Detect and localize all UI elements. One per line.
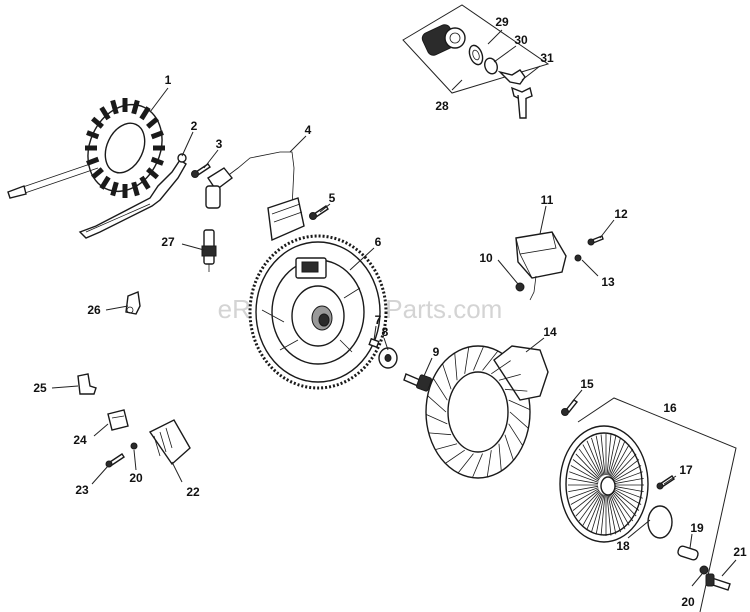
nut-10 bbox=[515, 282, 525, 292]
screw-23 bbox=[105, 453, 125, 468]
clip-25 bbox=[77, 373, 97, 395]
callout-10: 10 bbox=[479, 251, 493, 265]
callout-labels: 1 2 3 4 5 6 7 8 9 10 11 12 13 14 15 16 1… bbox=[33, 15, 747, 609]
rectifier-11 bbox=[515, 231, 567, 301]
callout-24: 24 bbox=[73, 433, 87, 447]
callout-17: 17 bbox=[679, 463, 693, 477]
callout-20-right: 20 bbox=[681, 595, 695, 609]
callout-1: 1 bbox=[165, 73, 172, 87]
lead-bracket-2 bbox=[78, 153, 187, 239]
key-switch-group bbox=[402, 4, 550, 119]
callout-30: 30 bbox=[514, 33, 528, 47]
leader-lines bbox=[51, 29, 737, 587]
flywheel-6 bbox=[248, 234, 388, 390]
callout-29: 29 bbox=[495, 15, 509, 29]
callout-23: 23 bbox=[75, 483, 89, 497]
callout-9: 9 bbox=[433, 345, 440, 359]
callout-13: 13 bbox=[601, 275, 615, 289]
callout-25: 25 bbox=[33, 381, 47, 395]
grille-group-16 bbox=[559, 397, 737, 612]
fan-14 bbox=[425, 345, 549, 479]
callout-6: 6 bbox=[375, 235, 382, 249]
washer-20-left bbox=[130, 442, 138, 450]
stator-1 bbox=[7, 98, 165, 199]
nut-13 bbox=[574, 254, 582, 262]
callout-5: 5 bbox=[329, 191, 336, 205]
bolt-21 bbox=[705, 573, 731, 591]
key-7 bbox=[368, 337, 380, 349]
callout-7: 7 bbox=[375, 313, 382, 327]
callout-26: 26 bbox=[87, 303, 101, 317]
clip-26 bbox=[125, 291, 141, 315]
callout-22: 22 bbox=[186, 485, 200, 499]
callout-3: 3 bbox=[216, 137, 223, 151]
decal-18 bbox=[647, 505, 673, 539]
callout-19: 19 bbox=[690, 521, 704, 535]
screw-3 bbox=[191, 163, 211, 178]
callout-31: 31 bbox=[540, 51, 554, 65]
callout-18: 18 bbox=[616, 539, 630, 553]
callout-4: 4 bbox=[305, 123, 312, 137]
callout-16: 16 bbox=[663, 401, 677, 415]
callout-2: 2 bbox=[191, 119, 198, 133]
switch-washer-29 bbox=[468, 44, 484, 66]
callout-12: 12 bbox=[614, 207, 628, 221]
regulator-22 bbox=[148, 419, 191, 466]
ignition-coil-4 bbox=[205, 151, 305, 242]
key-switch-body bbox=[421, 24, 466, 56]
group-28-bracket bbox=[402, 4, 550, 94]
callout-8: 8 bbox=[382, 325, 389, 339]
group-16-bracket bbox=[577, 397, 737, 612]
screw-15 bbox=[561, 399, 579, 416]
connector-24 bbox=[107, 409, 129, 431]
callout-14: 14 bbox=[543, 325, 557, 339]
washer-8 bbox=[378, 347, 398, 369]
callout-28: 28 bbox=[435, 99, 449, 113]
callout-15: 15 bbox=[580, 377, 594, 391]
callout-11: 11 bbox=[541, 193, 554, 207]
bolt-9 bbox=[403, 373, 432, 392]
ignition-key-31 bbox=[497, 69, 533, 119]
callout-21: 21 bbox=[733, 545, 747, 559]
spark-plug-27 bbox=[201, 229, 217, 272]
washer-20-right bbox=[699, 565, 709, 575]
callout-27: 27 bbox=[161, 235, 175, 249]
spacer-19 bbox=[677, 545, 699, 561]
callout-20-left: 20 bbox=[129, 471, 143, 485]
